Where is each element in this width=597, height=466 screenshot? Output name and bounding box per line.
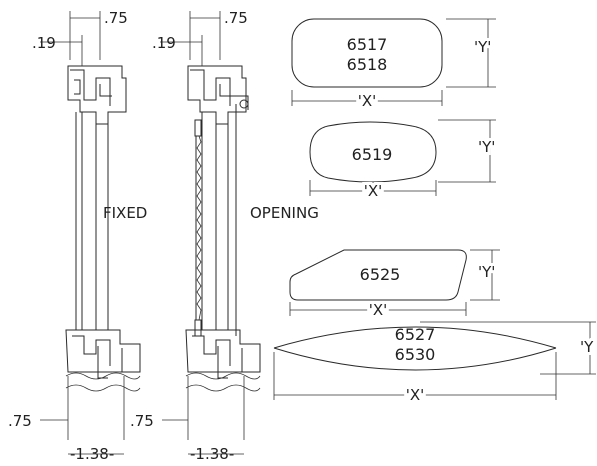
fixed-dim-bottom-width: -1.38- bbox=[70, 445, 114, 463]
fixed-dim-bottom-left: .75 bbox=[8, 412, 32, 430]
shape-height-label: 'Y' bbox=[478, 263, 495, 281]
shape-part-number: 6519 bbox=[352, 145, 393, 164]
opening-dim-top-right: .75 bbox=[224, 9, 248, 27]
shape-height-label: 'Y' bbox=[478, 138, 495, 156]
shape-part-number: 6525 bbox=[360, 265, 401, 284]
opening-label: OPENING bbox=[250, 204, 319, 222]
shape-height-label: 'Y' bbox=[474, 38, 491, 56]
shape-6519: 6519 'X' 'Y' bbox=[309, 119, 498, 203]
fixed-section: .75 .19 .75 -1.38- FIXED bbox=[8, 9, 147, 463]
opening-dim-bottom-left: .75 bbox=[130, 412, 154, 430]
shape-part-number: 6518 bbox=[347, 55, 388, 74]
shape-width-label: 'X' bbox=[406, 386, 425, 404]
opening-dim-bottom-width: -1.38- bbox=[190, 445, 234, 463]
shape-height-label: 'Y bbox=[580, 338, 594, 356]
shape-part-number: 6517 bbox=[347, 35, 388, 54]
fixed-dim-top-right: .75 bbox=[104, 9, 128, 27]
shape-width-label: 'X' bbox=[369, 301, 388, 319]
opening-dim-top-left: .19 bbox=[152, 34, 176, 52]
shape-part-number: 6527 bbox=[395, 325, 436, 344]
shape-6527-6530: 6527 6530 'X' 'Y bbox=[273, 321, 597, 407]
shape-width-label: 'X' bbox=[364, 182, 383, 200]
shape-6517-6518: 6517 6518 'X' 'Y' bbox=[291, 18, 496, 113]
fixed-label: FIXED bbox=[103, 204, 147, 222]
shape-6525: 6525 'X' 'Y' bbox=[289, 249, 500, 322]
shape-part-number: 6530 bbox=[395, 345, 436, 364]
opening-section: .75 .19 .75 -1.38- bbox=[130, 9, 319, 463]
fixed-dim-top-left: .19 bbox=[32, 34, 56, 52]
shape-width-label: 'X' bbox=[358, 92, 377, 110]
